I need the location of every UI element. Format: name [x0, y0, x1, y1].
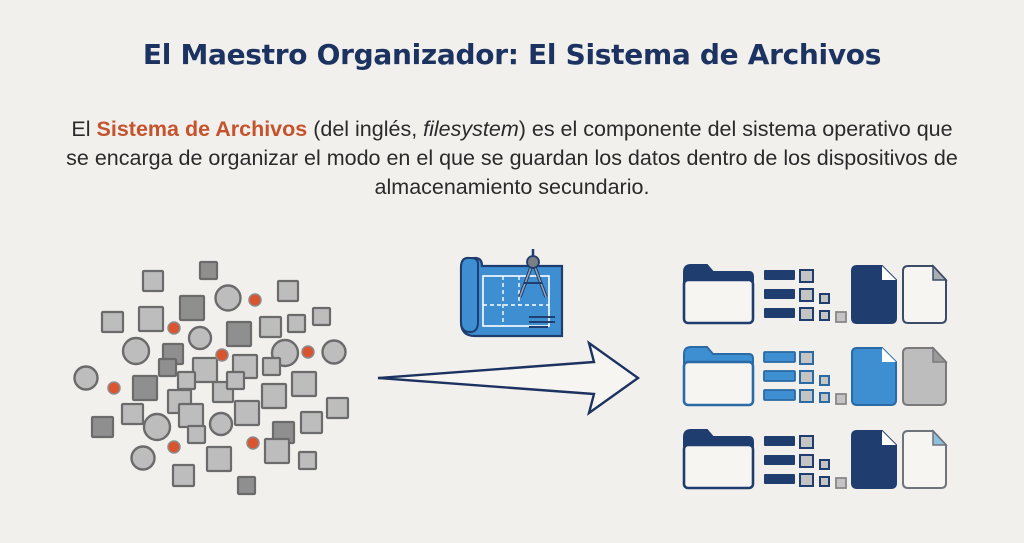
data-blocks-icon: [764, 269, 847, 323]
right-arrow-icon: [377, 340, 641, 416]
desc-italic-term: filesystem: [423, 117, 519, 141]
description-paragraph: El Sistema de Archivos (del inglés, file…: [60, 115, 964, 202]
organized-files-grid: [682, 264, 948, 490]
document-outline-icon: [902, 264, 948, 324]
folder-icon: [682, 264, 755, 325]
document-filled-icon: [851, 430, 897, 489]
data-blocks-icon: [763, 351, 847, 405]
file-row-1: [682, 264, 948, 325]
file-row-2: [682, 346, 948, 407]
file-row-3: [682, 429, 948, 490]
data-blocks-icon: [764, 435, 847, 489]
folder-icon: [682, 429, 755, 490]
document-gray-icon: [902, 346, 948, 406]
folder-icon: [682, 346, 755, 407]
document-filled-icon: [851, 347, 897, 406]
document-outline-icon: [902, 429, 948, 489]
scattered-data-cluster: [73, 260, 350, 496]
desc-highlight-term: Sistema de Archivos: [96, 117, 308, 141]
desc-rest: ) es el componente del sistema operativo…: [66, 117, 958, 199]
desc-prefix: El: [71, 117, 97, 141]
blueprint-compass-icon: [459, 249, 564, 338]
desc-mid1: (del inglés,: [307, 117, 424, 141]
page-title: El Maestro Organizador: El Sistema de Ar…: [142, 38, 882, 71]
document-filled-icon: [851, 265, 897, 324]
